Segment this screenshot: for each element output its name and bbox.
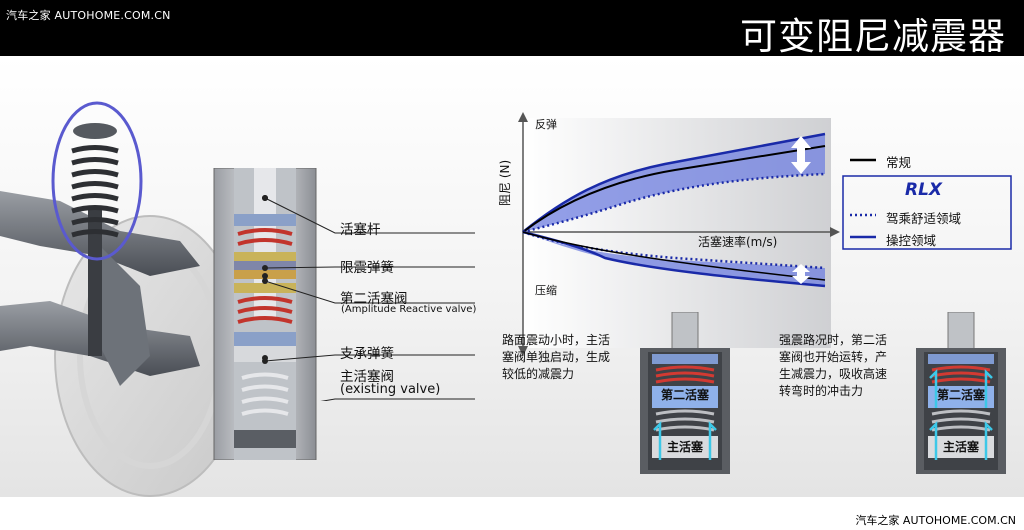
- footer-brand-watermark: 汽车之家 AUTOHOME.COM.CN: [855, 514, 1016, 527]
- rebound-comfort-line: [522, 172, 826, 234]
- chart-legend-box: [842, 158, 1012, 250]
- chart-rebound-label: 反弹: [535, 118, 557, 131]
- label-support-spring: 支承弹簧: [340, 346, 394, 362]
- case2-second-piston-label: 第二活塞: [936, 388, 985, 402]
- case1-main-piston-label: 主活塞: [666, 440, 703, 454]
- chart-x-axis-label: 活塞速率(m/s): [698, 235, 778, 249]
- label-second-piston-valve-en: (Amplitude Reactive valve): [341, 304, 477, 315]
- legend-normal-label: 常规: [886, 155, 912, 170]
- compression-comfort-line: [522, 230, 826, 270]
- strut-shape: [88, 206, 102, 356]
- label-second-piston-valve: 第二活塞阀: [340, 291, 408, 307]
- compression-gap-arrow: [792, 264, 810, 284]
- piston-illustration-high: [916, 312, 1006, 474]
- label-piston-rod: 活塞杆: [340, 222, 381, 238]
- leader-lines: [262, 195, 475, 401]
- case2-description: 强震路况时，第二活 塞阀也开始运转，产 生减震力，吸收高速 转弯时的冲击力: [779, 332, 887, 400]
- chart-compression-label: 压缩: [535, 284, 557, 297]
- strut-mount-shape: [73, 123, 117, 139]
- rebound-gap-arrow: [791, 136, 811, 174]
- case1-line-2: 塞阀单独启动，生成: [502, 350, 611, 364]
- case2-line-2: 塞阀也开始运转，产: [779, 350, 888, 364]
- compression-band: [523, 232, 825, 286]
- case1-second-piston-label: 第二活塞: [660, 388, 709, 402]
- page-title: 可变阻尼减震器: [740, 15, 1006, 58]
- highlight-ellipse: [51, 101, 143, 261]
- compression-normal-line: [522, 231, 826, 281]
- coil-spring-shape: [71, 145, 119, 238]
- legend-comfort-label: 驾乘舒适领域: [886, 211, 962, 226]
- legend-handling-label: 操控领域: [886, 233, 937, 248]
- diagram-stage: 活塞杆 限震弹簧 第二活塞阀 (Amplitude Reactive valve…: [0, 56, 1024, 497]
- case2-line-1: 强震路况时，第二活: [779, 333, 888, 347]
- rebound-normal-line: [522, 145, 826, 233]
- label-limit-spring: 限震弹簧: [340, 260, 394, 276]
- header-bar: 汽车之家 AUTOHOME.COM.CN 可变阻尼减震器: [0, 0, 1024, 58]
- footer-bar: 汽车之家 AUTOHOME.COM.CN: [0, 497, 1024, 530]
- chart-y-axis-label: 阻尼 (N): [498, 159, 512, 206]
- case2-line-4: 转弯时的冲击力: [779, 384, 864, 398]
- case2-main-piston-label: 主活塞: [942, 440, 979, 454]
- damping-chart: [518, 112, 840, 356]
- piston-illustration-low: [640, 312, 730, 474]
- damper-cutaway: [213, 168, 317, 460]
- label-main-piston-valve-en: (existing valve): [340, 382, 441, 397]
- case2-line-3: 生减震力，吸收高速: [779, 367, 888, 381]
- suspension-illustration: [0, 101, 215, 497]
- knuckle-shape: [95, 246, 150, 386]
- legend-brand-label: RLX: [905, 180, 943, 200]
- case1-line-3: 较低的减震力: [502, 367, 575, 381]
- header-brand-watermark: 汽车之家 AUTOHOME.COM.CN: [6, 9, 171, 22]
- case1-line-1: 路面震动小时，主活: [502, 333, 611, 347]
- case1-description: 路面震动小时，主活 塞阀单独启动，生成 较低的减震力: [502, 332, 610, 383]
- label-main-piston-valve: 主活塞阀: [340, 369, 394, 385]
